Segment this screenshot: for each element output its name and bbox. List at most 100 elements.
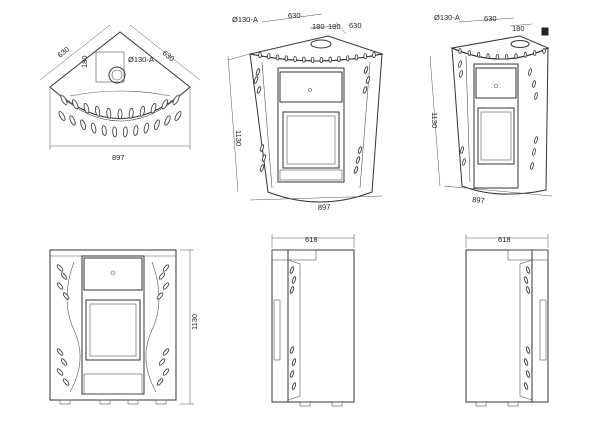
vent-slot: [256, 86, 262, 94]
plan-vent-slots: [58, 95, 182, 138]
front-hopper-door: [83, 257, 143, 291]
vent-slot: [161, 99, 168, 110]
flue-offset-box: [95, 51, 125, 83]
vent-slot: [122, 126, 128, 138]
vent-slot: [259, 144, 265, 152]
flue-label-plan: Ø130-A: [128, 55, 154, 64]
side-a-body: [271, 249, 355, 403]
vent-slot: [158, 358, 166, 366]
dim-p2-height: 1130: [430, 112, 439, 128]
top-plate-2: [450, 35, 550, 60]
vent-slot: [337, 56, 341, 63]
vent-slot: [162, 282, 170, 290]
vent-slot: [258, 52, 262, 59]
vent-slot: [156, 292, 164, 300]
vent-slot: [525, 370, 531, 378]
vent-slot: [357, 146, 363, 154]
dim-side-a-depth: 618: [305, 235, 318, 244]
vent-slot: [505, 54, 509, 60]
vent-slot: [128, 107, 134, 119]
vent-slot: [69, 115, 76, 126]
side-decor: [253, 66, 371, 174]
vent-slot: [523, 276, 529, 284]
flue-label-p1: Ø130-A: [232, 15, 258, 24]
vent-slot: [253, 76, 259, 84]
front-left-decor: [56, 264, 70, 386]
front-view: 1130: [49, 249, 199, 405]
vent-slot: [353, 166, 359, 174]
vent-slot: [354, 54, 359, 61]
dim-p1-depth: 630: [288, 11, 301, 20]
vent-slot: [328, 56, 332, 63]
vent-slot: [534, 92, 538, 100]
vent-slot: [528, 68, 532, 76]
vent-slot: [259, 164, 265, 172]
vent-slot: [477, 52, 481, 58]
top-vent-slots-2: [458, 48, 546, 60]
vent-slot: [162, 348, 170, 356]
vent-slot: [289, 370, 295, 378]
vent-slot: [117, 108, 123, 120]
perspective-view-2: Ø130-A 630 180 1130 897: [429, 13, 553, 205]
vent-slot: [62, 292, 70, 300]
vent-slot: [362, 86, 368, 94]
dim-p1-offset-b: 180: [328, 22, 341, 31]
flue-outlet-top: [310, 39, 332, 49]
vent-slot: [533, 50, 537, 56]
dim-p1-side: 630: [349, 21, 362, 30]
vent-slot: [162, 368, 170, 376]
vent-slot: [355, 156, 361, 164]
fire-door-2: [477, 107, 515, 165]
vent-slot: [530, 162, 534, 170]
vent-slot: [458, 60, 462, 68]
vent-slot: [523, 52, 527, 58]
vent-slot: [310, 56, 315, 63]
dim-p1-height: 1130: [234, 130, 243, 146]
dim-plan-width: 897: [112, 153, 125, 162]
vent-slot: [56, 282, 64, 290]
vent-slot: [101, 125, 107, 136]
vent-slot: [150, 103, 157, 114]
vent-slot: [143, 122, 150, 134]
vent-slot: [363, 66, 369, 74]
side-b-body: [465, 249, 549, 403]
vent-slot: [83, 103, 90, 114]
dim-p2-width: 897: [472, 195, 485, 205]
side-a-decor: [289, 266, 297, 390]
vent-slot: [523, 358, 529, 366]
dim-plan-offset: 180: [80, 55, 89, 68]
top-vent-slots: [258, 52, 376, 63]
front-panel: [277, 67, 345, 183]
side-b-decor: [523, 266, 531, 390]
vent-slot: [365, 76, 371, 84]
dim-side-b-depth: 618: [498, 235, 511, 244]
dim-p2-offset: 180: [512, 24, 525, 33]
vent-slot: [319, 56, 324, 63]
dim-p1-offset-a: 180: [312, 22, 325, 31]
front-panel-2: [473, 63, 519, 189]
plan-inner-front: [57, 93, 183, 122]
vent-slot: [289, 266, 295, 274]
vent-slot: [60, 358, 68, 366]
vent-slot: [56, 368, 64, 376]
pellet-hopper-door-2: [475, 67, 517, 99]
vent-slot: [467, 50, 471, 56]
vent-slot: [174, 111, 182, 121]
front-body: [49, 249, 177, 401]
body-outline: [249, 53, 383, 203]
plan-view: 897 630 630 180 Ø130-A: [39, 24, 201, 162]
side-decor-2: [458, 60, 538, 170]
vent-slot: [459, 70, 463, 78]
vent-slot: [345, 55, 350, 62]
vent-slot: [525, 266, 531, 274]
vent-slot: [56, 348, 64, 356]
fire-window: [286, 115, 336, 165]
dim-front-height: 1130: [190, 314, 199, 330]
vent-slot: [94, 106, 101, 117]
perspective-view-1: Ø130-A 630 180 180 630 1130 897: [227, 11, 384, 212]
vent-slot: [534, 136, 538, 144]
vent-slot: [302, 56, 306, 63]
vent-slot: [133, 125, 139, 136]
